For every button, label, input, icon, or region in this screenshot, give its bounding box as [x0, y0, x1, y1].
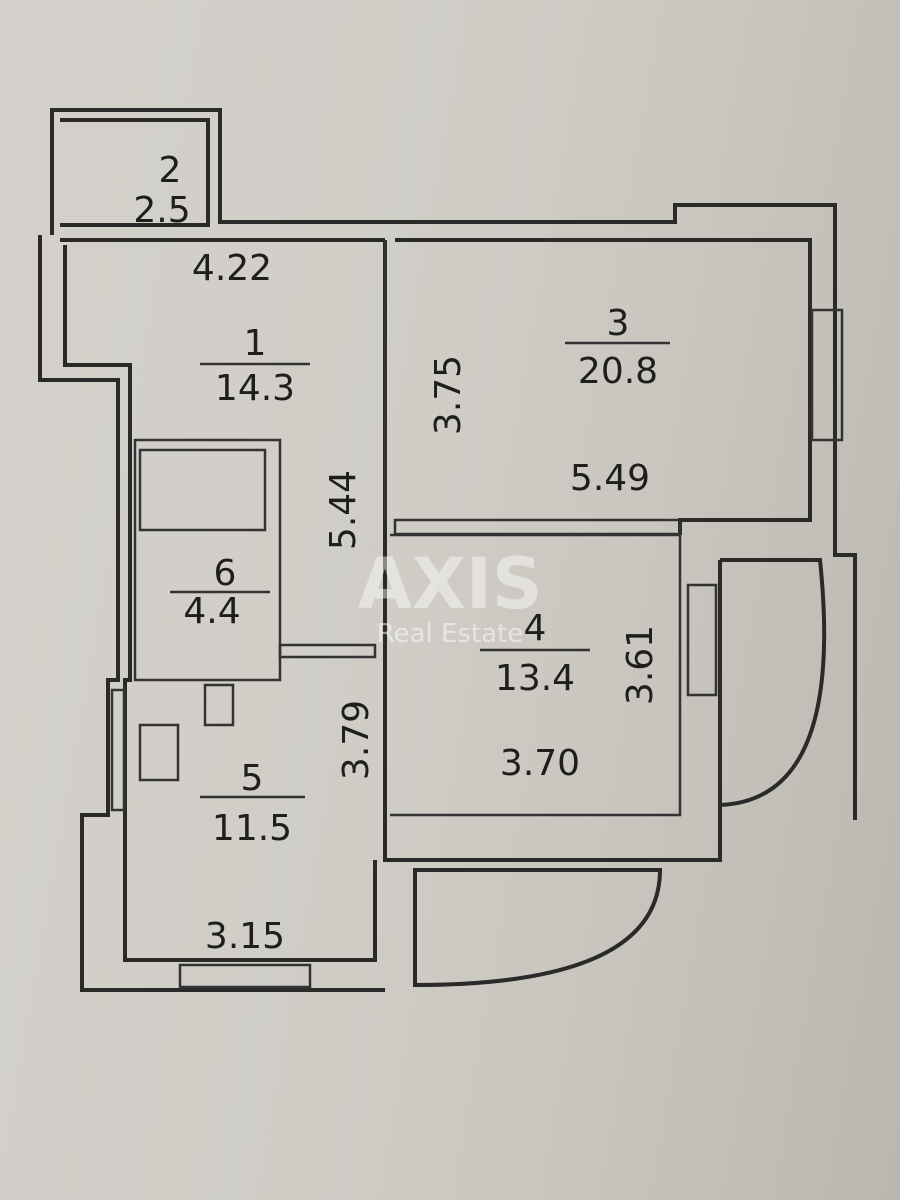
balconies — [413, 558, 827, 988]
room-3: 3 20.8 — [565, 303, 670, 392]
dimension-label: 3.61 — [620, 625, 661, 705]
svg-text:3: 3 — [607, 303, 630, 344]
windows — [110, 308, 844, 989]
dimension-label: 3.15 — [205, 916, 285, 957]
svg-text:14.3: 14.3 — [215, 368, 295, 409]
dimension-label: 3.70 — [500, 743, 580, 784]
svg-text:4: 4 — [524, 608, 547, 649]
interior-walls — [133, 240, 682, 817]
svg-text:20.8: 20.8 — [578, 351, 658, 392]
svg-text:5: 5 — [241, 758, 264, 799]
svg-text:2.5: 2.5 — [133, 190, 190, 231]
svg-text:6: 6 — [214, 553, 237, 594]
dimension-label: 4.22 — [192, 248, 272, 289]
svg-text:2: 2 — [159, 150, 182, 191]
svg-text:1: 1 — [244, 323, 267, 364]
room-4: 4 13.4 — [480, 608, 590, 699]
dimension-label: 5.44 — [323, 470, 364, 550]
room-1: 1 14.3 — [200, 323, 310, 409]
svg-text:13.4: 13.4 — [495, 658, 575, 699]
dimension-label: 3.75 — [428, 355, 469, 435]
dimension-label: 5.49 — [570, 458, 650, 499]
room-5: 5 11.5 — [200, 758, 305, 849]
room-6: 6 4.4 — [170, 553, 270, 632]
watermark-tagline: Real Estate — [377, 619, 524, 649]
svg-text:4.4: 4.4 — [183, 591, 240, 632]
watermark-brand: AXIS — [358, 543, 543, 625]
room-2: 2 2.5 — [133, 150, 190, 231]
svg-text:11.5: 11.5 — [212, 808, 292, 849]
dimension-label: 3.79 — [336, 700, 377, 780]
